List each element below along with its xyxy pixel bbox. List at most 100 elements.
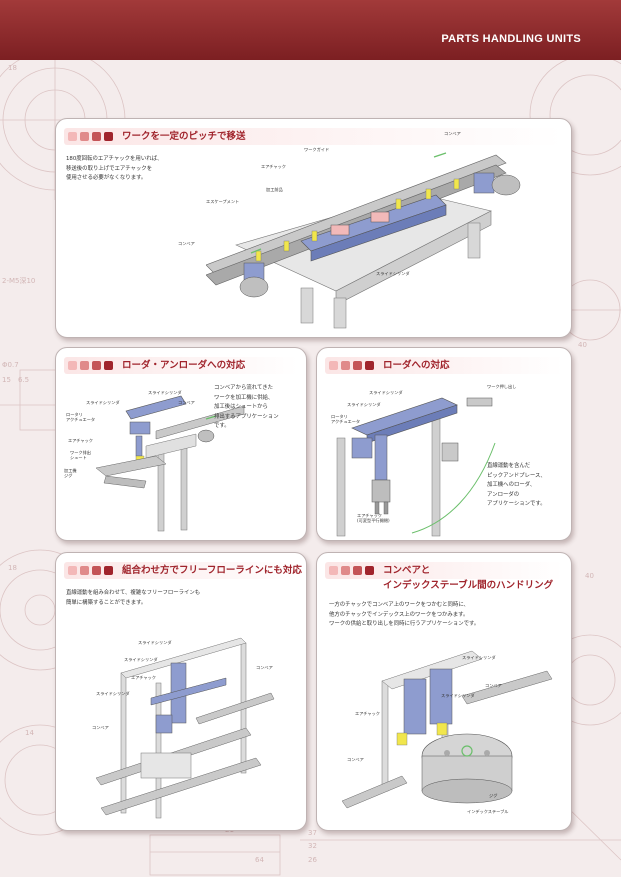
label-slide-cylinder-1: スライドシリンダ <box>462 655 496 660</box>
label-conveyor: コンベア <box>178 400 195 405</box>
desc-line: 一方のチャックでコンベア上のワークをつかむと同時に、 <box>329 602 469 608</box>
conveyor-index-illustration <box>342 650 553 809</box>
header-title: PARTS HANDLING UNITS <box>441 33 581 45</box>
title-square-4 <box>365 566 374 575</box>
title-square-4 <box>104 566 113 575</box>
desc-line: ピックアンドプレース、 <box>487 472 546 479</box>
panel-description: コンベアから流れてきた ワークを加工機に供給、 加工後はシュートから 排出するア… <box>214 384 304 432</box>
label-work-guide: ワークガイド <box>304 147 330 152</box>
label-air-chuck: エアチャック <box>261 164 286 169</box>
label-slide-cylinder-2: スライドシリンダ <box>124 657 158 662</box>
label-conveyor-right: コンベア <box>485 683 502 688</box>
label-work-pusher: ワーク押し出し <box>487 384 517 389</box>
panel-description: 直線運動を含んだ ピックアンドプレース、 加工機へのローダ、 アンローダの アプ… <box>487 462 569 510</box>
panel-loader-unloader: ローダ・アンローダへの対応 スライドシリンダ スライドシリンダ コンベア ロータ… <box>55 347 307 541</box>
title-square-1 <box>68 361 77 370</box>
desc-line: 直線運動を組み合わせて、複雑なフリーフローラインも <box>66 590 201 596</box>
desc-line: ワークの供給と取り出しを同時に行うアプリケーションです。 <box>329 621 480 628</box>
title-square-2 <box>80 132 89 141</box>
label-rotary-actuator: ロータリ アクチュエータ <box>331 414 361 424</box>
desc-line: 移送後の取り上げでエアチャックを <box>66 165 153 172</box>
panel-description: 直線運動を組み合わせて、複雑なフリーフローラインも 簡単に構築することができます… <box>66 589 301 608</box>
panel-title: ローダへの対応 <box>383 360 450 371</box>
title-square-4 <box>104 361 113 370</box>
title-square-2 <box>341 361 350 370</box>
desc-line: 直線運動を含んだ <box>487 463 531 469</box>
desc-line: です。 <box>214 423 230 430</box>
title-square-3 <box>92 361 101 370</box>
panel-title-bar: コンベアと <box>325 562 563 579</box>
desc-line: 排出するアプリケーション <box>214 413 279 420</box>
desc-line: 加工機へのローダ、 <box>487 482 536 489</box>
bg-dim-14: 26 <box>308 856 317 864</box>
bg-dim-8: 14 <box>25 729 34 737</box>
panel-title-bar: ローダへの対応 <box>325 357 563 374</box>
label-conveyor-left: コンベア <box>92 725 109 730</box>
desc-line: 180度回転のエアチャックを用いれば、 <box>66 156 163 162</box>
panel-loader: ローダへの対応 スライドシリンダ スライドシリンダ ワーク押し出し ロータリ ア… <box>316 347 572 541</box>
panel-description: 一方のチャックでコンベア上のワークをつかむと同時に、 他方のチャックでインデック… <box>329 601 567 630</box>
label-slide-cylinder-2: スライドシリンダ <box>86 400 120 405</box>
header-bar: PARTS HANDLING UNITS <box>0 0 621 60</box>
panel-description: 180度回転のエアチャックを用いれば、 移送後の取り上げでエアチャックを 使用さ… <box>66 155 206 184</box>
bg-dim-13: 64 <box>255 856 264 864</box>
label-escapement: エスケープメント <box>206 199 240 204</box>
bg-dim-11: 37 <box>308 829 317 837</box>
label-slide-cylinder-2: スライドシリンダ <box>347 402 381 407</box>
label-air-chuck: エアチャック <box>68 438 93 443</box>
bg-dim-4: 15 <box>2 376 11 384</box>
bg-dim-1: 18 <box>8 64 17 72</box>
bg-dim-2: 2-M5深10 <box>2 276 35 285</box>
panel-free-flow: 組合わせ方でフリーフローラインにも対応 直線運動を組み合わせて、複雑なフリーフロ… <box>55 552 307 831</box>
label-slide-cylinder-1: スライドシリンダ <box>148 390 182 395</box>
panel-pitch-transfer: ワークを一定のピッチで移送 180度回転のエアチャックを用いれば、 移送後の取り… <box>55 118 572 338</box>
desc-line: コンベアから流れてきた <box>214 385 273 391</box>
title-square-2 <box>80 361 89 370</box>
label-slide-cylinder: スライドシリンダ <box>376 271 410 276</box>
label-conveyor-right: コンベア <box>256 665 273 670</box>
panel-title: コンベアと <box>383 565 431 576</box>
bg-dim-9: 40 <box>585 572 594 580</box>
title-square-1 <box>329 566 338 575</box>
bg-dim-5: 6.5 <box>18 376 29 384</box>
label-jig: ジグ <box>489 793 498 798</box>
label-air-chuck: エアチャック <box>131 675 156 680</box>
title-square-2 <box>80 566 89 575</box>
loader-illustration <box>336 397 496 537</box>
panel-title-bar: 組合わせ方でフリーフローラインにも対応 <box>64 562 302 579</box>
bg-dim-6: 40 <box>578 341 587 349</box>
desc-line: 加工後はシュートから <box>214 404 268 411</box>
label-rotary-actuator: ロータリ アクチュエータ <box>66 412 96 422</box>
panel-title: ワークを一定のピッチで移送 <box>122 131 246 142</box>
bg-dim-12: 32 <box>308 842 317 850</box>
desc-line: アンローダの <box>487 491 520 498</box>
title-square-1 <box>329 361 338 370</box>
title-square-3 <box>92 132 101 141</box>
label-machine-jig: 加工機 ジグ <box>64 468 77 478</box>
pitch-illustration <box>206 152 521 329</box>
bg-dim-7: 18 <box>8 564 17 572</box>
title-square-3 <box>353 566 362 575</box>
label-index-table: インデックステーブル <box>467 809 509 814</box>
desc-line: 使用させる必要がなくなります。 <box>66 175 147 182</box>
label-slide-cylinder-1: スライドシリンダ <box>369 390 403 395</box>
title-square-4 <box>365 361 374 370</box>
desc-line: ワークを加工機に供給、 <box>214 394 274 401</box>
bg-dim-3: Φ0.7 <box>2 361 19 369</box>
label-air-chuck: エアチャック (可変型平行開閉) <box>357 513 390 523</box>
title-square-2 <box>341 566 350 575</box>
label-slide-cylinder-3: スライドシリンダ <box>96 691 130 696</box>
label-slide-cylinder-2: スライドシリンダ <box>441 693 475 698</box>
loader-unloader-illustration <box>95 395 245 532</box>
panel-title-bar: ローダ・アンローダへの対応 <box>64 357 298 374</box>
title-square-1 <box>68 566 77 575</box>
desc-line: 他方のチャックでインデックス上のワークをつかみます。 <box>329 611 469 618</box>
label-air-chuck: エアチャック <box>355 711 380 716</box>
desc-line: アプリケーションです。 <box>487 501 546 508</box>
title-square-3 <box>92 566 101 575</box>
title-square-1 <box>68 132 77 141</box>
label-work-chute: ワーク排出 シュート <box>70 450 91 460</box>
label-conveyor-left: コンベア <box>347 757 364 762</box>
label-slide-cylinder-1: スライドシリンダ <box>138 640 172 645</box>
label-conveyor-top: コンベア <box>444 131 461 136</box>
